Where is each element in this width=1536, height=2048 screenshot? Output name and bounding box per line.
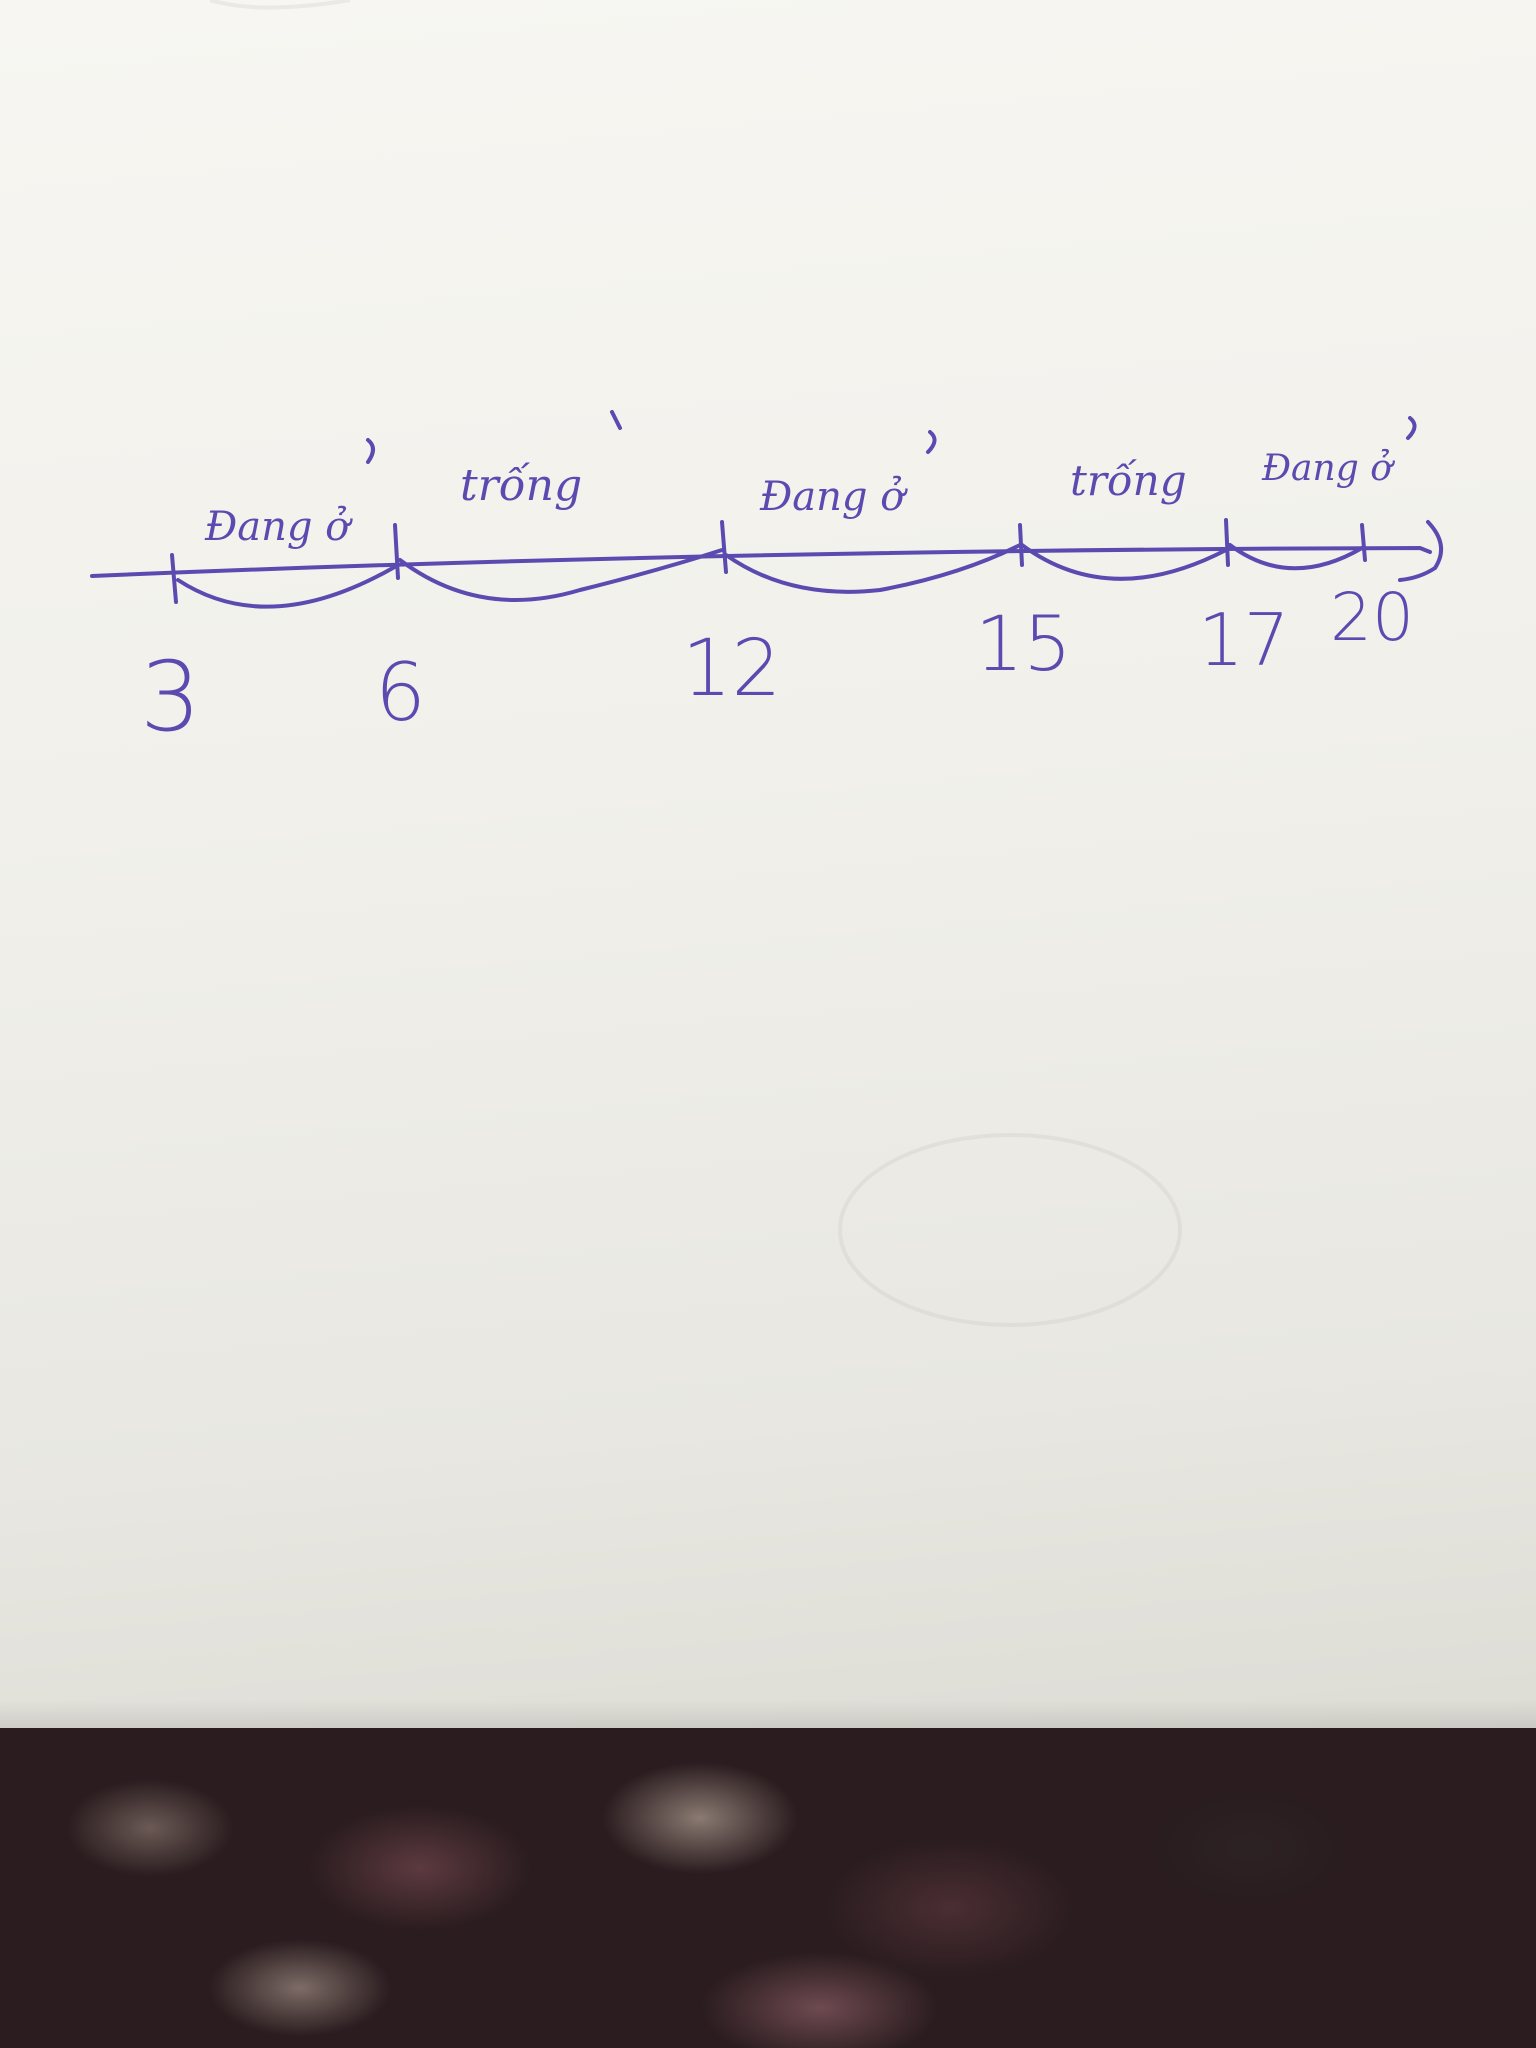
accent-mark-1 — [366, 438, 375, 464]
interval-arc-6-12 — [398, 548, 724, 602]
accent-mark-4 — [1406, 416, 1417, 440]
segment-label-1: Đang ở — [204, 504, 353, 550]
interval-arc-17-20 — [1228, 543, 1364, 571]
interval-arc-3-6 — [176, 563, 400, 609]
axis-arrow-head — [1398, 520, 1444, 582]
tick-mark-3 — [170, 553, 178, 604]
tick-label-20: 20 — [1330, 579, 1414, 656]
accent-mark-3 — [926, 430, 937, 454]
ghost-mark-top — [209, 0, 351, 10]
tick-label-3: 3 — [140, 641, 201, 753]
tick-mark-12 — [720, 520, 728, 574]
number-line-axis — [90, 546, 1432, 578]
accent-mark-2 — [610, 410, 622, 430]
ghost-oval — [838, 1133, 1182, 1327]
paper-sheet — [0, 0, 1536, 1728]
tick-label-12: 12 — [682, 624, 781, 714]
interval-arc-12-15 — [724, 543, 1022, 594]
segment-label-5: Đang ở — [1261, 448, 1395, 489]
segment-label-2: trống — [460, 460, 582, 511]
tick-mark-20 — [1360, 523, 1367, 562]
segment-label-3: Đang ở — [759, 474, 908, 520]
segment-label-4: trống — [1070, 456, 1187, 505]
tick-mark-6 — [393, 523, 400, 580]
interval-arc-15-17 — [1020, 543, 1228, 581]
tick-label-17: 17 — [1198, 598, 1290, 682]
tick-label-15: 15 — [975, 599, 1072, 688]
tick-label-6: 6 — [375, 646, 426, 739]
tick-mark-17 — [1224, 518, 1230, 567]
carpet-background — [0, 1728, 1536, 2048]
